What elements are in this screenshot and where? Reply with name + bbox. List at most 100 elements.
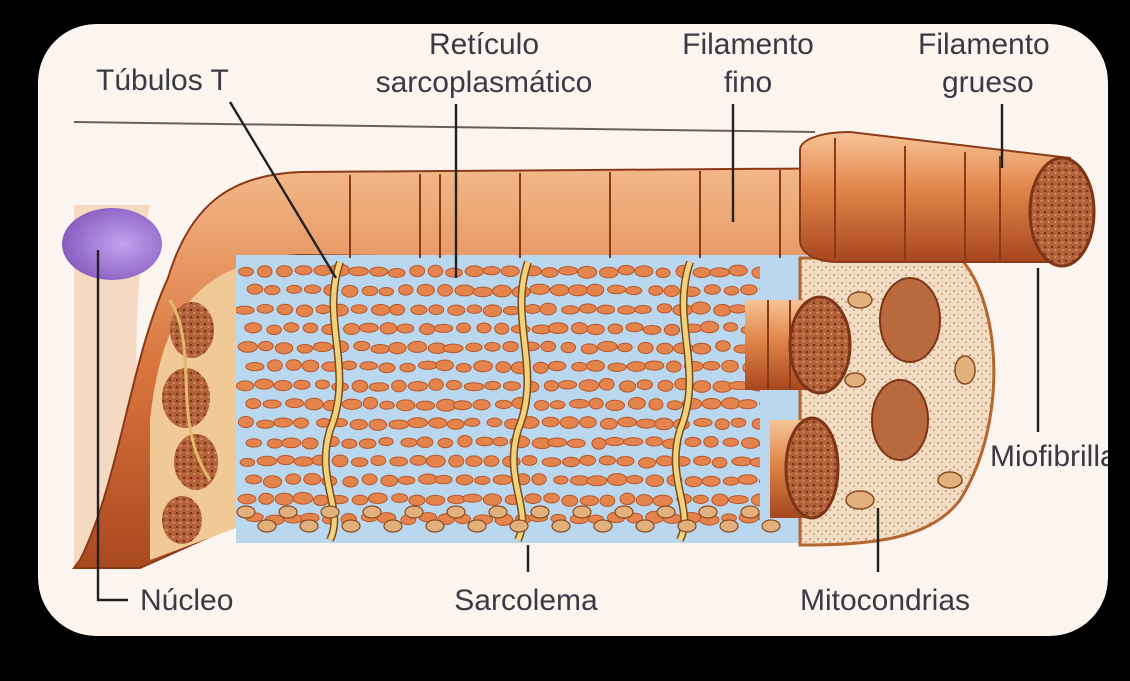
reticulum-blob — [482, 265, 501, 276]
reticulum-blob — [557, 380, 578, 390]
reticulum-blob — [445, 267, 463, 278]
reticulum-blob — [657, 379, 674, 392]
sarcomere-bands — [349, 170, 781, 258]
reticulum-blob — [751, 417, 760, 430]
reticulum-blob — [549, 284, 570, 297]
reticulum-blob — [566, 438, 586, 449]
reticulum-blob — [239, 457, 256, 467]
reticulum-blob — [351, 494, 369, 506]
reticulum-blob — [547, 322, 569, 335]
reticulum-blob — [502, 341, 519, 352]
reticulum-blob — [701, 475, 721, 487]
reticulum-blob — [425, 494, 446, 506]
cut-face-myofibrils — [162, 299, 218, 544]
reticulum-blob — [238, 266, 254, 277]
reticulum-blob — [301, 437, 319, 450]
reticulum-blob — [502, 381, 521, 391]
reticulum-blob — [262, 475, 283, 489]
reticulum-blob — [586, 475, 608, 487]
reticulum-blob — [273, 380, 293, 392]
reticulum-blob — [597, 340, 618, 353]
mitochondrion — [404, 505, 424, 519]
reticulum-blob — [368, 382, 390, 392]
reticulum-blob — [391, 379, 407, 393]
mitochondrion — [467, 519, 487, 533]
reticulum-blob — [703, 436, 719, 448]
reticulum-blob — [596, 304, 616, 315]
reticulum-blob — [617, 264, 635, 276]
reticulum-blob — [246, 283, 264, 295]
reticulum-blob — [492, 474, 513, 485]
mitochondrion — [362, 505, 382, 519]
reticulum-blob — [599, 494, 616, 508]
reticulum-blob — [547, 360, 567, 372]
reticulum-blob — [254, 378, 274, 390]
reticulum-blob — [627, 397, 646, 410]
reticulum-blob — [723, 285, 740, 296]
label-nucleo: Núcleo — [140, 584, 233, 617]
reticulum-blob — [237, 493, 257, 505]
mitochondrion — [257, 519, 277, 533]
reticulum-blob — [713, 303, 732, 317]
reticulum-blob — [598, 377, 615, 391]
reticulum-blob — [379, 322, 398, 335]
reticulum-blob — [266, 438, 283, 449]
reticulum-blob — [625, 322, 644, 333]
label-reticulo-1: Retículo — [429, 28, 539, 61]
reticulum-blob — [578, 303, 597, 314]
reticulum-blob — [605, 399, 626, 412]
reticulum-blob — [492, 284, 512, 298]
label-filamento-grueso-1: Filamento — [918, 28, 1050, 61]
reticulum-blob — [644, 360, 665, 371]
reticulum-blob — [543, 380, 559, 392]
reticulum-blob — [416, 436, 434, 449]
reticulum-blob — [256, 419, 275, 429]
reticulum-blob — [692, 380, 712, 393]
reticulum-blob — [524, 493, 542, 505]
mitochondrion — [299, 519, 319, 533]
reticulum-blob — [274, 492, 294, 506]
reticulum-blob — [699, 320, 720, 334]
sarcolemma-line — [73, 121, 816, 133]
reticulum-blob — [425, 454, 446, 468]
reticulum-blob — [341, 360, 358, 371]
reticulum-blob — [607, 284, 627, 295]
reticulum-blob — [293, 456, 314, 467]
reticulum-blob — [457, 434, 473, 448]
reticulum-blob — [465, 342, 483, 353]
reticulum-blob — [462, 493, 483, 503]
label-reticulo-2: sarcoplasmático — [376, 66, 593, 99]
reticulum-blob — [703, 284, 721, 295]
reticulum-blob — [456, 322, 472, 334]
reticulum-blob — [617, 342, 633, 353]
reticulum-blob — [256, 455, 278, 467]
reticulum-blob — [636, 379, 654, 391]
mitochondrion — [572, 505, 592, 519]
reticulum-blob — [728, 495, 749, 505]
reticulum-blob — [648, 398, 664, 411]
reticulum-blob — [749, 457, 760, 468]
reticulum-blob — [348, 266, 369, 277]
mitochondrion — [236, 505, 256, 519]
reticulum-blob — [378, 362, 396, 374]
reticulum-blob — [303, 472, 322, 486]
reticulum-blob — [435, 359, 454, 372]
reticulum-blob — [540, 267, 559, 278]
reticulum-blob — [341, 438, 358, 449]
mitochondrion — [530, 505, 550, 519]
reticulum-blob — [257, 265, 273, 278]
reticulum-blob — [758, 476, 760, 487]
mitochondrion — [698, 505, 718, 519]
reticulum-blob — [400, 437, 418, 448]
reticulum-blob — [495, 361, 511, 374]
reticulum-blob — [655, 455, 675, 467]
reticulum-blob — [569, 475, 590, 486]
reticulum-blob — [715, 340, 731, 352]
reticulum-blob — [702, 360, 721, 371]
reticulum-blob — [472, 399, 491, 411]
reticulum-blob — [637, 341, 654, 355]
leader-nucleo — [96, 250, 128, 602]
nucleus-shape — [62, 208, 162, 280]
reticulum-blob — [492, 436, 509, 447]
reticulum-blob — [474, 475, 491, 485]
